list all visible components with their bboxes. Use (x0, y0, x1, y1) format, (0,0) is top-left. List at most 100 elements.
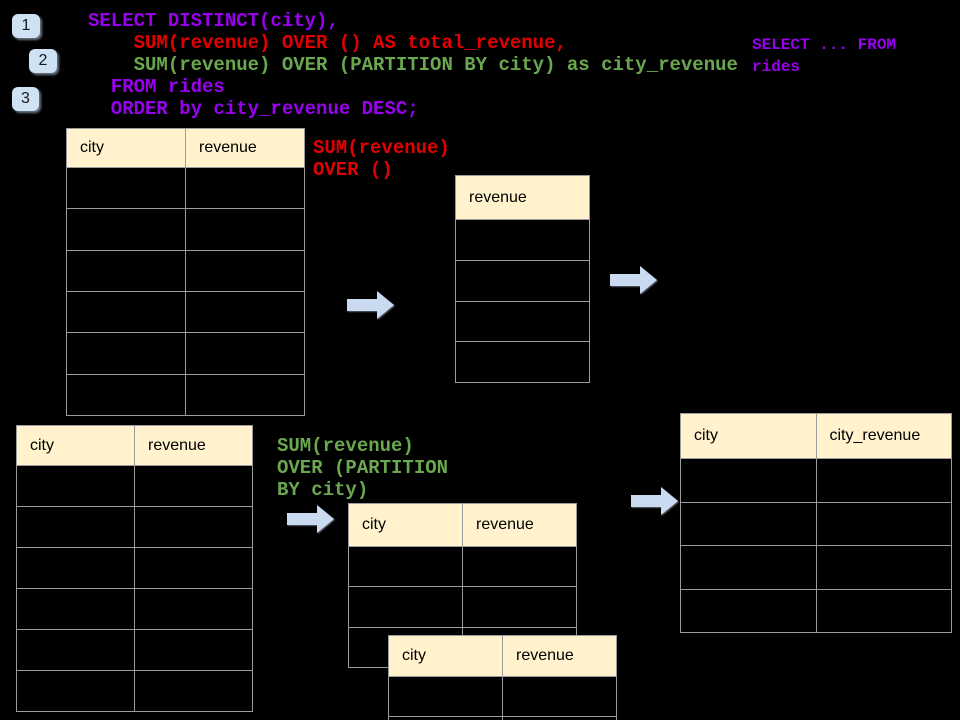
empty-cell (17, 548, 134, 588)
column-header-revenue: revenue (185, 129, 304, 167)
table-row (456, 300, 589, 342)
empty-cell (462, 587, 576, 627)
table-row (67, 332, 304, 374)
total-revenue-label: SUM(revenue) OVER () (313, 137, 450, 181)
partition-label-line-2: OVER (PARTITION (277, 457, 449, 479)
empty-cell (389, 677, 502, 716)
empty-cell (185, 333, 304, 374)
table-row (389, 676, 616, 716)
table-row (67, 167, 304, 209)
empty-cell (456, 261, 589, 301)
table-row (349, 546, 576, 587)
flow-arrow-partition-2 (631, 487, 678, 515)
sql-line-total-revenue: SUM(revenue) OVER () AS total_revenue, (88, 32, 567, 54)
empty-cell (349, 547, 462, 586)
empty-cell (185, 168, 304, 209)
total-revenue-result-table: revenue (455, 175, 590, 383)
table-row (17, 506, 252, 547)
table-row (681, 501, 952, 546)
empty-cell (185, 250, 304, 291)
table-row (681, 588, 952, 632)
table-row (456, 219, 589, 260)
empty-cell (815, 459, 952, 502)
column-header-city: city (30, 436, 54, 454)
total-revenue-label-line-2: OVER () (313, 159, 393, 181)
empty-cell (134, 466, 252, 506)
column-header-city: city (80, 139, 104, 156)
empty-cell (17, 630, 134, 670)
empty-cell (502, 717, 616, 720)
sql-line-order-by: ORDER by city_revenue DESC; (88, 98, 419, 120)
column-header-city: city (362, 516, 386, 533)
empty-cell (185, 291, 304, 333)
empty-cell (502, 677, 616, 716)
step-badge-3: 3 (12, 87, 39, 111)
table-row (17, 670, 252, 711)
partition-table-overlay: city revenue (388, 635, 617, 720)
empty-cell (462, 547, 576, 587)
sql-line-partition: SUM(revenue) OVER (PARTITION BY city) as… (88, 54, 738, 76)
step-badge-1: 1 (12, 14, 40, 38)
empty-cell (681, 503, 816, 546)
empty-cell (67, 168, 185, 208)
rides-source-table-bottom: city revenue (16, 425, 253, 712)
table-row (67, 208, 304, 250)
empty-cell (185, 374, 304, 415)
empty-cell (815, 546, 952, 589)
empty-cell (134, 671, 252, 711)
empty-cell (67, 292, 185, 332)
empty-cell (17, 589, 134, 629)
empty-cell (134, 589, 252, 629)
empty-cell (815, 589, 952, 632)
table-row (456, 341, 589, 382)
side-note-line-2: rides (752, 58, 801, 76)
empty-cell (681, 459, 816, 502)
partition-label-line-3: BY city) (277, 479, 369, 501)
flow-arrow-total-1 (347, 291, 394, 319)
table-row (389, 716, 616, 720)
empty-cell (456, 302, 589, 342)
empty-cell (185, 209, 304, 250)
table-row (67, 373, 304, 415)
empty-cell (17, 671, 134, 711)
empty-cell (456, 220, 589, 260)
empty-cell (815, 502, 952, 545)
table-row (17, 465, 252, 506)
header-row: revenue (456, 176, 589, 219)
table-row (349, 586, 576, 627)
empty-cell (67, 375, 185, 415)
table-row (17, 629, 252, 670)
column-header-revenue: revenue (462, 504, 576, 546)
column-header-city: city (402, 647, 426, 664)
flow-arrow-partition-1 (287, 505, 334, 533)
flow-arrow-total-2 (610, 266, 657, 294)
column-header-revenue: revenue (134, 426, 252, 465)
empty-cell (67, 333, 185, 373)
empty-cell (456, 342, 589, 382)
table-row (17, 547, 252, 588)
empty-cell (67, 251, 185, 291)
rides-source-table-top: city revenue (66, 128, 305, 416)
empty-cell (134, 548, 252, 588)
column-header-city_revenue: city_revenue (815, 414, 952, 458)
table-row (456, 259, 589, 301)
empty-cell (17, 466, 134, 506)
column-header-revenue: revenue (502, 636, 616, 676)
empty-cell (17, 507, 134, 547)
empty-cell (67, 209, 185, 249)
table-row (681, 545, 951, 589)
total-revenue-label-line-1: SUM(revenue) (313, 137, 450, 159)
table-row (681, 458, 951, 502)
sql-line-select: SELECT DISTINCT(city), (88, 10, 339, 32)
empty-cell (349, 587, 462, 626)
sql-line-from: FROM rides (88, 76, 225, 98)
step-badge-2: 2 (29, 49, 57, 73)
table-row (67, 249, 304, 291)
partition-label-line-1: SUM(revenue) (277, 435, 414, 457)
header-row: city revenue (17, 426, 252, 465)
header-row: city revenue (389, 636, 616, 676)
empty-cell (134, 630, 252, 670)
